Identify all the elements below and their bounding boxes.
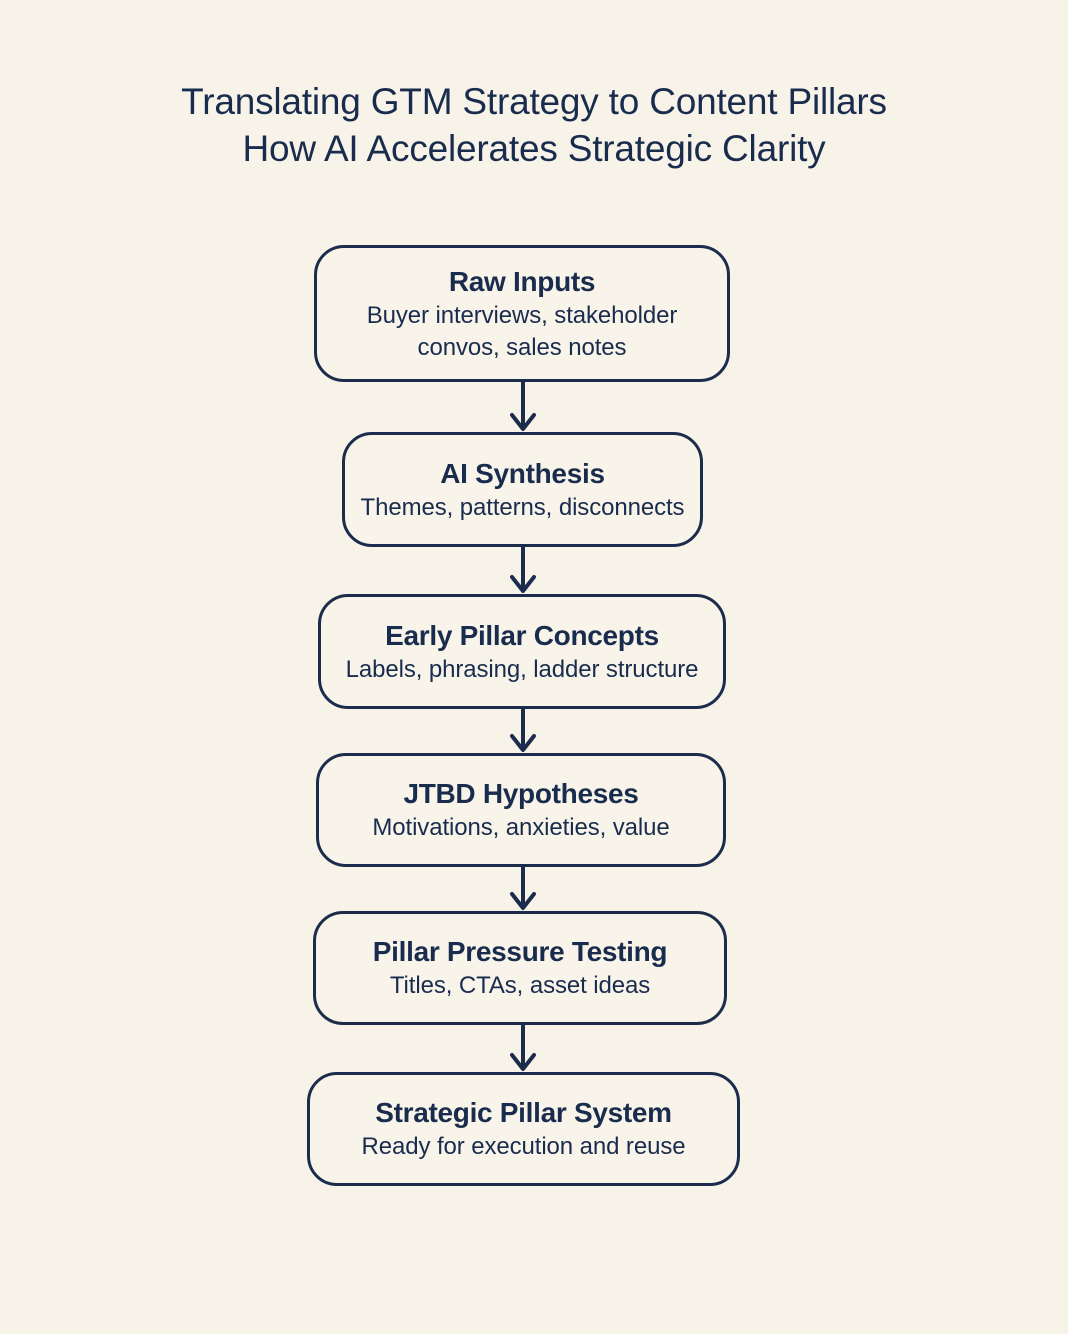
flow-node-strategic-pillar-system[interactable]: Strategic Pillar System Ready for execut… xyxy=(307,1072,740,1186)
flow-node-subtitle-line-1: Themes, patterns, disconnects xyxy=(360,493,685,521)
page-title-line-2: How AI Accelerates Strategic Clarity xyxy=(242,128,826,169)
flow-node-raw-inputs[interactable]: Raw Inputs Buyer interviews, stakeholder… xyxy=(314,245,730,382)
flow-node-title: Early Pillar Concepts xyxy=(385,619,659,651)
arrow-down-icon xyxy=(510,709,536,752)
flow-node-early-pillar-concepts[interactable]: Early Pillar Concepts Labels, phrasing, … xyxy=(318,594,726,709)
flow-node-subtitle-line-1: Titles, CTAs, asset ideas xyxy=(389,972,651,999)
page-title: Translating GTM Strategy to Content Pill… xyxy=(0,78,1068,172)
arrow-down-icon xyxy=(510,382,536,431)
flow-node-ai-synthesis[interactable]: AI Synthesis Themes, patterns, disconnec… xyxy=(342,432,703,547)
flow-arrow-down-icon-5 xyxy=(504,1025,542,1072)
flow-node-subtitle-line-1: Buyer interviews, stakeholder xyxy=(366,301,678,329)
arrow-down-icon xyxy=(510,547,536,593)
flow-node-subtitle-line-1: Ready for execution and reuse xyxy=(361,1133,686,1160)
page-title-line-1: Translating GTM Strategy to Content Pill… xyxy=(181,81,887,122)
flow-node-subtitle-line-2: convos, sales notes xyxy=(417,333,627,361)
flow-node-title: Strategic Pillar System xyxy=(375,1097,672,1128)
flow-node-jtbd-hypotheses[interactable]: JTBD Hypotheses Motivations, anxieties, … xyxy=(316,753,726,867)
flow-node-subtitle-line-1: Labels, phrasing, ladder structure xyxy=(345,655,699,683)
flow-arrow-down-icon-3 xyxy=(504,709,542,753)
flow-node-title: Raw Inputs xyxy=(448,265,596,297)
flow-arrow-down-icon-2 xyxy=(504,547,542,594)
flow-node-title: Pillar Pressure Testing xyxy=(372,936,668,967)
arrow-down-icon xyxy=(510,867,536,910)
flow-node-title: AI Synthesis xyxy=(440,457,605,489)
flow-node-subtitle-line-1: Motivations, anxieties, value xyxy=(372,814,670,841)
flow-node-pillar-pressure-testing[interactable]: Pillar Pressure Testing Titles, CTAs, as… xyxy=(313,911,727,1025)
flow-arrow-down-icon-4 xyxy=(504,867,542,911)
flow-arrow-down-icon-1 xyxy=(504,382,542,432)
arrow-down-icon xyxy=(510,1025,536,1071)
flow-node-title: JTBD Hypotheses xyxy=(403,778,639,809)
